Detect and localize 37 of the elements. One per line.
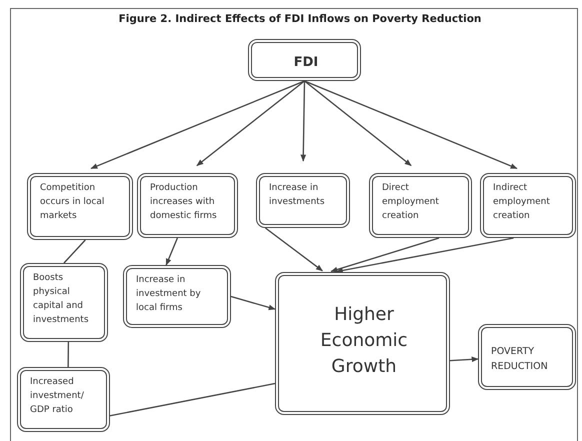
arrow (265, 227, 323, 272)
process-box (248, 39, 361, 81)
arrow (300, 80, 306, 162)
box-text: Increase in investment by local firms (136, 274, 202, 315)
arrow (230, 296, 276, 310)
process-box (20, 263, 108, 342)
box-text: Increase in investments (269, 182, 326, 209)
process-box (480, 173, 576, 238)
process-box (256, 173, 350, 228)
connector-line (68, 342, 70, 367)
box-text: FDI (292, 54, 320, 72)
figure-title: Figure 2. Indirect Effects of FDI Inflows on Poverty Reduction (118, 13, 482, 25)
process-box (275, 272, 450, 415)
arrow (166, 238, 178, 266)
arrow (304, 80, 412, 166)
arrow (196, 80, 305, 166)
process-box (478, 324, 576, 390)
box-text: Boosts physical capital and investments (33, 272, 90, 327)
connector-line (110, 382, 276, 416)
arrow (336, 237, 514, 274)
box-text: Direct employment creation (382, 182, 440, 223)
process-box (137, 173, 238, 238)
box-text: Indirect employment creation (493, 182, 551, 223)
process-box (123, 265, 231, 328)
process-box (369, 173, 472, 238)
arrow (90, 80, 305, 170)
box-text: Competition occurs in local markets (40, 182, 106, 223)
arrow (450, 356, 479, 362)
process-box (17, 367, 110, 432)
connector-line (64, 240, 86, 264)
process-box (27, 173, 133, 240)
box-text: Increased investment/ GDP ratio (30, 376, 85, 417)
arrow (330, 237, 440, 272)
box-text: Higher Economic Growth (319, 303, 409, 380)
arrow (304, 80, 518, 170)
box-text: Production increases with domestic firms (150, 182, 218, 223)
box-text: POVERTY REDUCTION (491, 345, 549, 374)
